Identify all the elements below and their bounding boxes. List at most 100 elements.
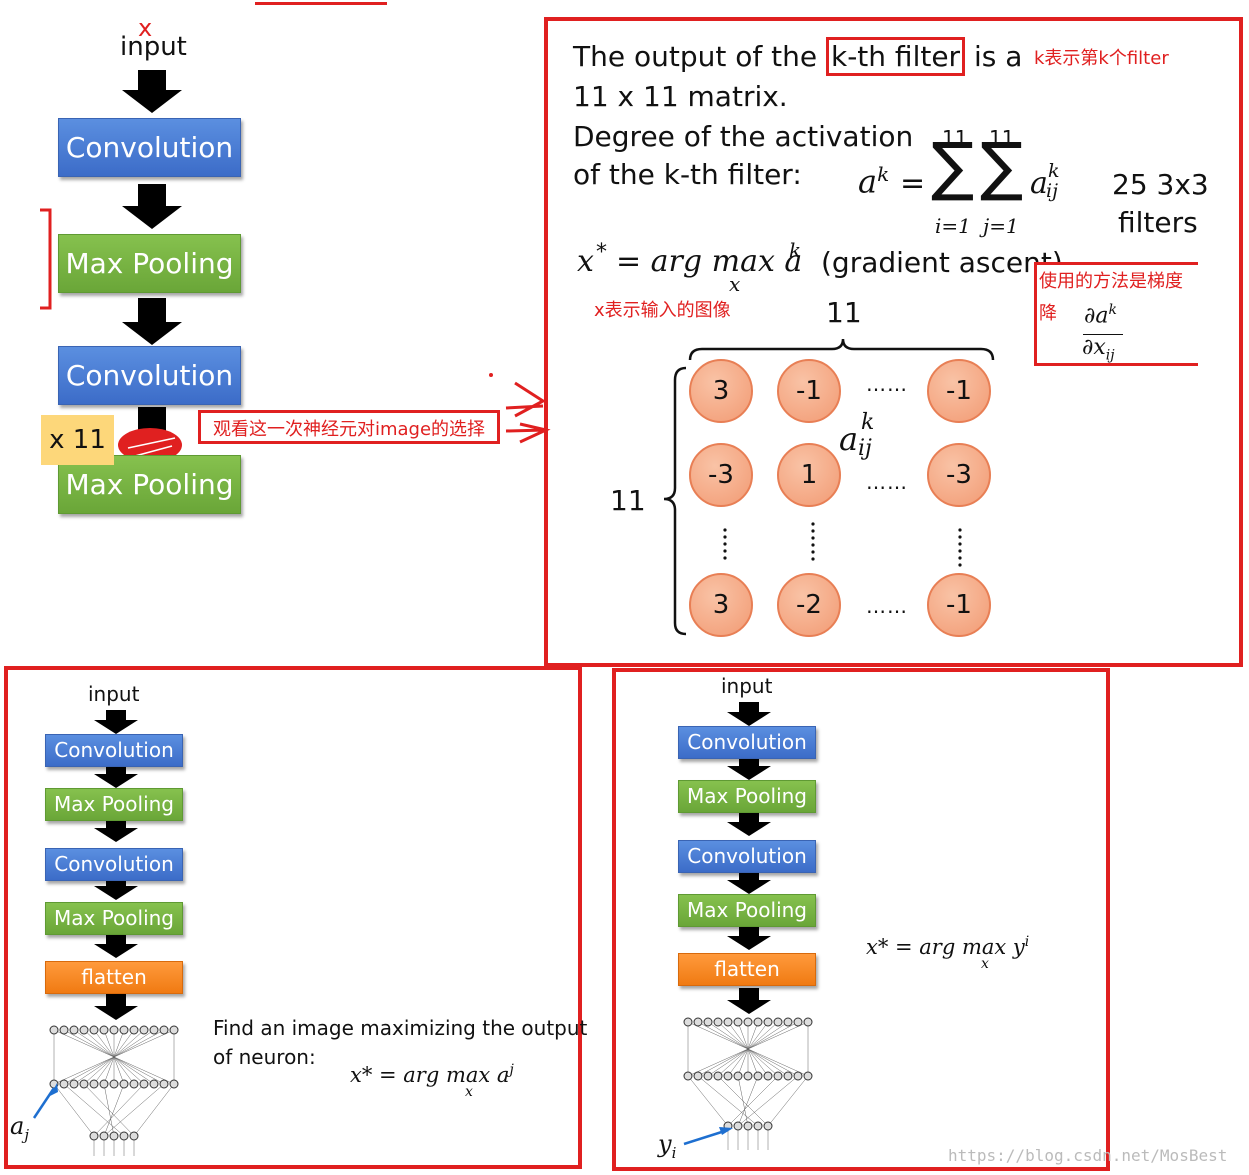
arrow-down-icon xyxy=(122,70,182,113)
row-ellipsis-3: …… xyxy=(866,594,908,618)
bl-max-pooling-box-1: Max Pooling xyxy=(45,788,183,821)
br-convolution-box-1: Convolution xyxy=(678,726,816,759)
method-note-text: 使用的方法是梯度降 xyxy=(1039,271,1183,324)
matrix-cell: -2 xyxy=(777,573,841,637)
br-yi-label: yi xyxy=(658,1130,676,1162)
br-eq-sub: x xyxy=(981,956,989,972)
sum-term-ij: ij xyxy=(1046,180,1058,202)
bl-equation: x* = arg max aj xyxy=(350,1062,514,1087)
line1-start: The output of the xyxy=(573,40,826,73)
top-red-line xyxy=(255,2,387,5)
br-flatten-box: flatten xyxy=(678,953,816,986)
br-equation: x* = arg max yi xyxy=(866,934,1029,959)
bl-blue-arrow xyxy=(32,1087,56,1119)
eq-a: a xyxy=(858,162,878,201)
br-blue-arrow xyxy=(683,1128,729,1146)
bl-flatten-box: flatten xyxy=(45,961,183,994)
bottom-right-frame xyxy=(612,668,1110,1171)
vertical-dots xyxy=(723,522,962,567)
sum-top-2: 11 xyxy=(989,126,1015,150)
bl-aj-j: j xyxy=(24,1125,29,1144)
partial-den-text: ∂x xyxy=(1082,335,1106,360)
sum-term-a: a xyxy=(1030,166,1048,201)
argmax-star: * xyxy=(596,240,607,265)
br-convolution-box-2: Convolution xyxy=(678,840,816,873)
sum-bottom-1: i=1 xyxy=(935,214,971,238)
convolution-box-1: Convolution xyxy=(58,118,241,177)
partial-numerator: ∂ak xyxy=(1084,302,1117,328)
br-yi-i: i xyxy=(671,1143,677,1162)
bl-network-lines xyxy=(53,1029,175,1156)
br-network-lines xyxy=(687,1021,809,1150)
note-x-meaning: x表示输入的图像 xyxy=(594,300,731,321)
eq-equals: = xyxy=(900,166,926,201)
aij-k: k xyxy=(861,410,875,435)
br-eq-sup: i xyxy=(1024,934,1030,950)
aij-a: a xyxy=(839,420,859,458)
argmax-body: = arg max a xyxy=(616,244,803,279)
arrow-down-icon xyxy=(122,298,182,345)
partial-den-ij: ij xyxy=(1105,347,1115,364)
x-mark: x xyxy=(138,14,153,42)
argmax-sub-x: x xyxy=(729,272,741,296)
bl-max-pooling-box-2: Max Pooling xyxy=(45,902,183,935)
br-network-nodes xyxy=(683,1017,813,1131)
matrix-cell: 3 xyxy=(689,573,753,637)
red-dot xyxy=(489,373,493,377)
main-line-4: of the k-th filter: xyxy=(573,158,802,191)
top-left-arrows xyxy=(40,70,551,462)
sum-term-k: k xyxy=(1048,160,1060,182)
main-line-3: Degree of the activation xyxy=(573,120,914,153)
argmax-k: k xyxy=(789,238,802,262)
bl-input-label: input xyxy=(88,682,140,706)
row-ellipsis-2: …… xyxy=(866,470,908,494)
kth-filter-highlight: k-th filter xyxy=(825,37,966,76)
sum-sigma-1: ∑ xyxy=(931,130,975,204)
br-input-label: input xyxy=(721,674,773,698)
matrix-cell: -3 xyxy=(689,443,753,507)
matrix-cell: -1 xyxy=(927,359,991,423)
argmax-x: x xyxy=(577,244,594,279)
br-arrows-and-net xyxy=(683,702,813,1150)
top-brace xyxy=(688,338,995,361)
br-max-pooling-box-1: Max Pooling xyxy=(678,780,816,813)
aij-ij: ij xyxy=(858,436,872,461)
red-arrow-1 xyxy=(505,381,546,418)
partial-denominator: ∂xij xyxy=(1082,335,1115,363)
matrix-cell: -1 xyxy=(927,573,991,637)
partial-num-k: k xyxy=(1108,302,1117,318)
main-line-1: The output of the k-th filter is a xyxy=(573,37,1022,76)
bl-find-line-1: Find an image maximizing the output xyxy=(213,1016,588,1040)
watermark: https://blog.csdn.net/MosBest xyxy=(948,1146,1228,1165)
main-frame xyxy=(544,17,1243,667)
sum-top-1: 11 xyxy=(942,126,968,150)
matrix-top-count: 11 xyxy=(826,296,862,329)
br-yi-y: y xyxy=(658,1130,672,1158)
eq-a-k: ak xyxy=(858,162,889,201)
convolution-box-2: Convolution xyxy=(58,346,241,405)
matrix-cell: 3 xyxy=(689,359,753,423)
bl-eq-sup: j xyxy=(509,1062,514,1078)
red-scribble xyxy=(118,428,182,462)
annotation-neuron-choice: 观看这一次神经元对image的选择 xyxy=(198,410,500,444)
sum-bottom-2: j=1 xyxy=(983,214,1019,238)
bl-arrows-and-net xyxy=(32,710,179,1156)
bl-find-line-2: of neuron: xyxy=(213,1045,316,1069)
red-bracket xyxy=(40,208,52,310)
matrix-cell: 1 xyxy=(777,443,841,507)
row-ellipsis-1: …… xyxy=(866,372,908,396)
main-line-2: 11 x 11 matrix. xyxy=(573,80,788,113)
input-label: input xyxy=(120,32,187,62)
br-max-pooling-box-2: Max Pooling xyxy=(678,894,816,927)
filters-count-2: filters xyxy=(1118,206,1198,239)
partial-num-text: ∂a xyxy=(1084,303,1109,329)
matrix-left-count: 11 xyxy=(610,484,646,517)
bl-eq-text: x* = arg max a xyxy=(350,1063,510,1087)
fraction-bar xyxy=(1083,334,1123,335)
filters-count-1: 25 3x3 xyxy=(1112,168,1209,201)
gradient-ascent: (gradient ascent) xyxy=(821,246,1063,279)
sum-term: a xyxy=(1030,166,1048,201)
max-pooling-box-1: Max Pooling xyxy=(58,234,241,293)
bl-convolution-box-2: Convolution xyxy=(45,848,183,881)
